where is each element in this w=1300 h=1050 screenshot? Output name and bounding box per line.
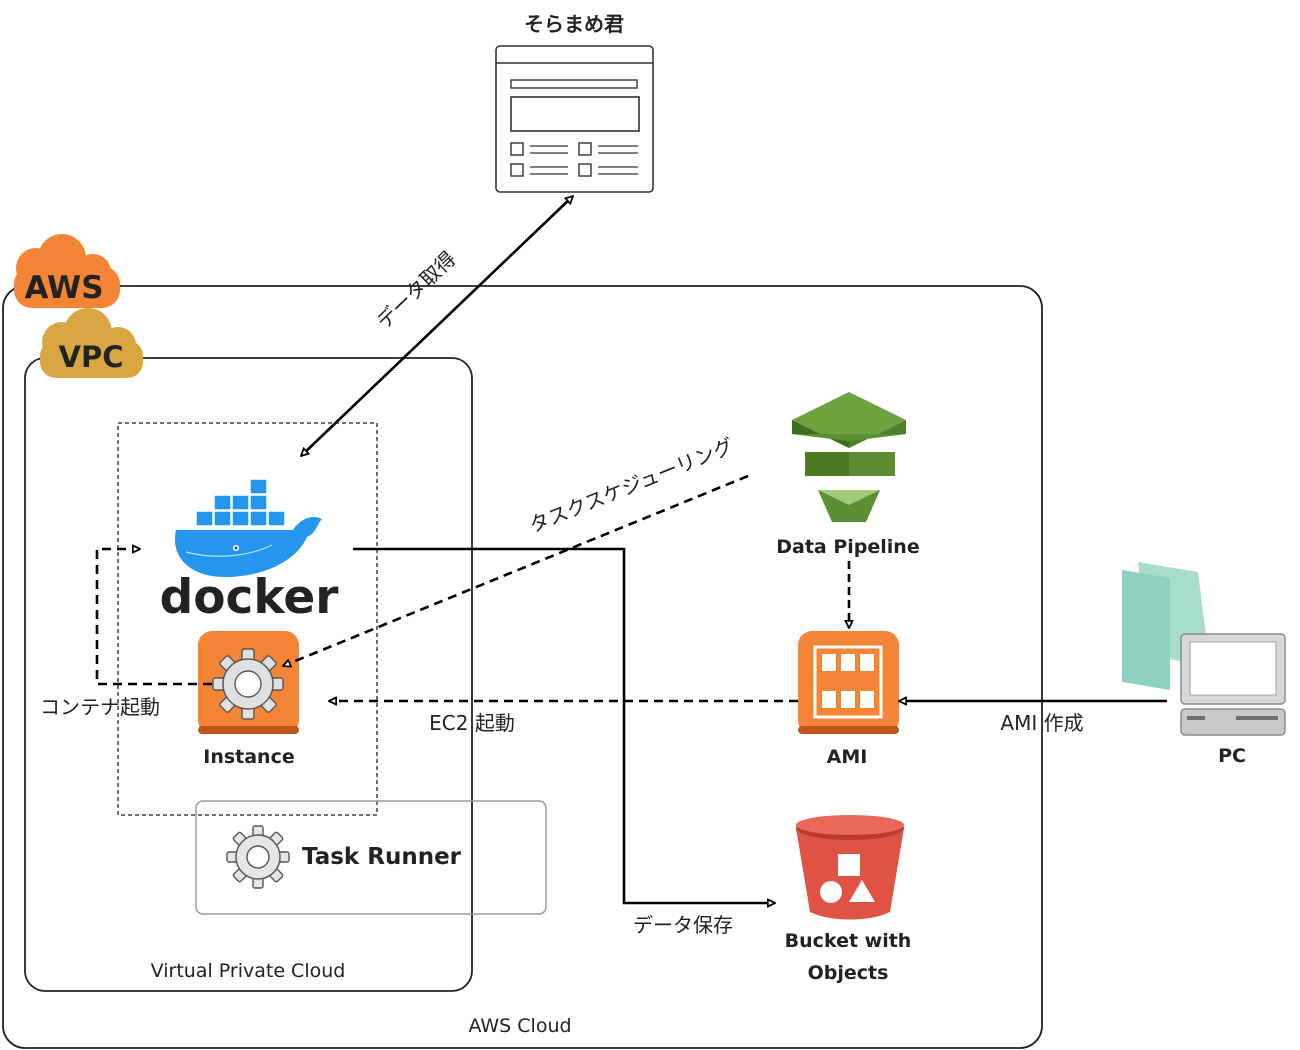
bucket-label-line1: Bucket with <box>785 930 912 952</box>
docker-wordmark: docker <box>160 570 340 625</box>
cloud-icon <box>14 234 120 308</box>
instance-label: Instance <box>203 746 294 768</box>
edge-label-task-scheduling: タスクスケジューリング <box>526 434 737 538</box>
edge-task-scheduling <box>283 474 749 666</box>
docker-node[interactable]: docker <box>160 478 340 625</box>
vpc-group-label: Virtual Private Cloud <box>151 960 346 982</box>
soramame-label: そらまめ君 <box>524 12 624 36</box>
data-pipeline-node[interactable]: Data Pipeline <box>776 392 920 558</box>
bucket-label-line2: Objects <box>808 962 889 984</box>
web-page-icon <box>495 45 654 193</box>
aws-badge: AWS <box>14 234 120 308</box>
edge-label-ec2-start: EC2 起動 <box>429 711 515 735</box>
pc-icon <box>1122 562 1286 736</box>
vpc-badge: VPC <box>40 308 143 378</box>
ami-node[interactable]: AMI <box>798 631 899 768</box>
edge-data-fetch <box>301 196 573 456</box>
docker-whale-icon <box>174 478 322 577</box>
vpc-badge-label: VPC <box>59 340 124 374</box>
cloud-icon <box>40 308 143 378</box>
ami-icon <box>798 631 899 734</box>
gear-icon <box>212 648 284 720</box>
pc-node[interactable]: PC <box>1122 562 1286 767</box>
aws-cloud-group-label: AWS Cloud <box>468 1015 571 1037</box>
ami-label: AMI <box>827 746 868 768</box>
s3-bucket-icon <box>796 815 904 920</box>
aws-badge-label: AWS <box>24 270 103 306</box>
vpc-group <box>24 357 473 992</box>
docker-host-boundary <box>117 422 378 816</box>
edge-container-start <box>95 549 212 686</box>
instance-node[interactable]: Instance <box>198 631 299 768</box>
bucket-node[interactable]: Bucket with Objects <box>785 815 912 984</box>
task-runner-box[interactable] <box>195 800 547 915</box>
edge-label-data-fetch: データ取得 <box>372 247 461 334</box>
data-pipeline-icon <box>792 392 906 522</box>
task-runner-node[interactable]: Task Runner <box>226 825 462 889</box>
edge-label-ami-create: AMI 作成 <box>1000 711 1083 735</box>
edge-data-save <box>353 547 775 903</box>
edge-label-data-save: データ保存 <box>633 913 733 937</box>
edge-label-container-start: コンテナ起動 <box>40 695 160 719</box>
task-runner-label: Task Runner <box>302 844 462 870</box>
data-pipeline-label: Data Pipeline <box>776 536 919 558</box>
gear-icon <box>226 825 290 889</box>
pc-label: PC <box>1218 745 1246 767</box>
soramame-node[interactable]: そらまめ君 <box>495 12 654 193</box>
